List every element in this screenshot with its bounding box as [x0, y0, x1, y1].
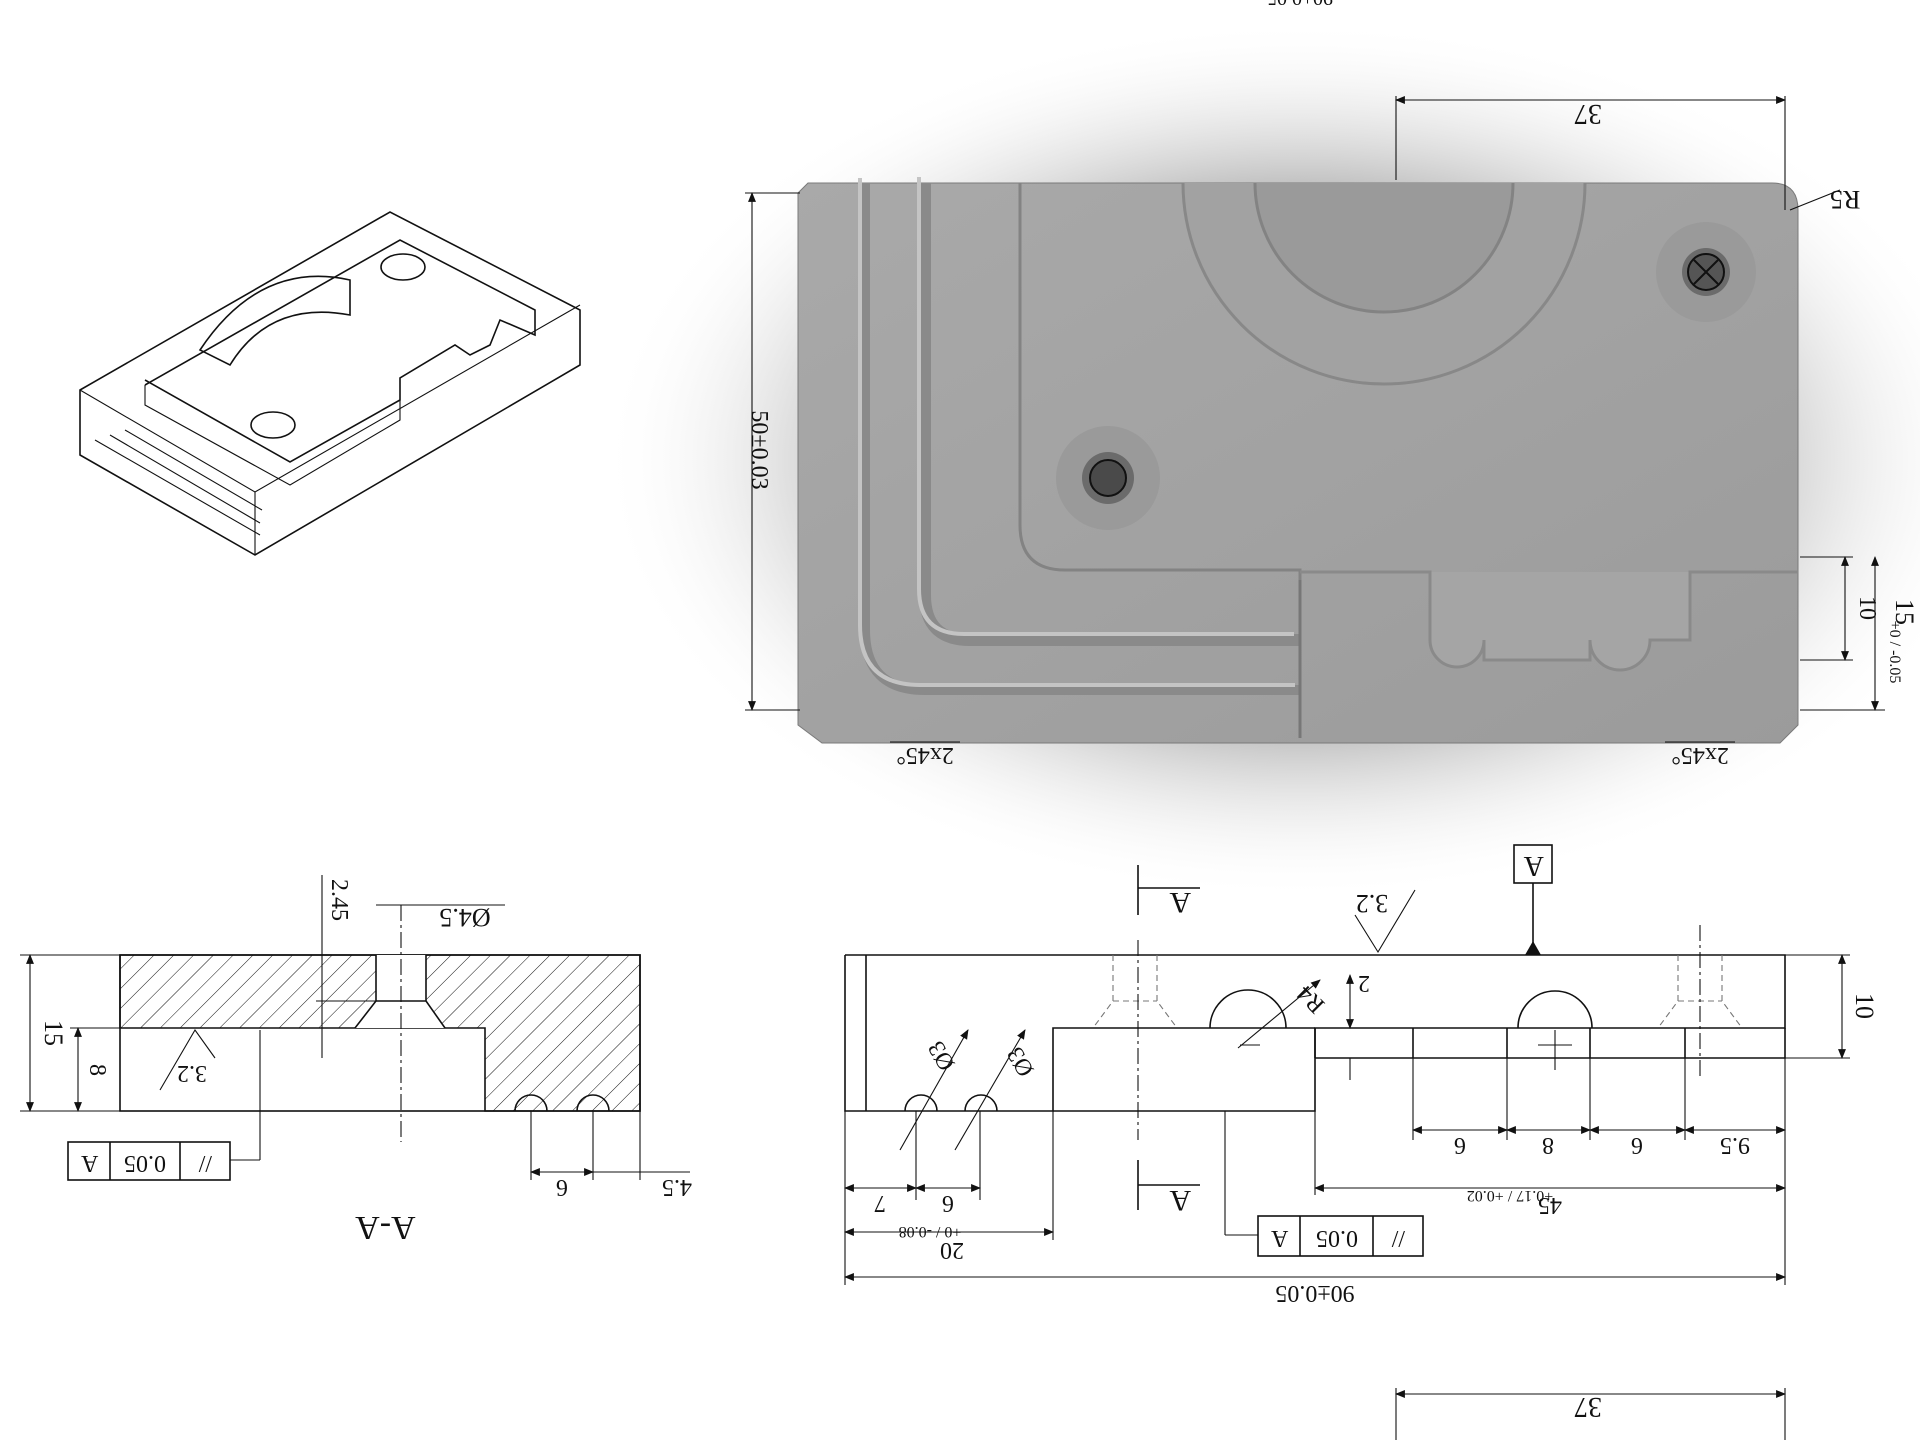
section-title: A-A — [355, 1209, 416, 1246]
bottom-dimension: 37 — [1395, 1388, 1786, 1440]
dia-3b: Ø3 — [1002, 1042, 1039, 1080]
dim-r5: R5 — [1830, 185, 1860, 214]
fcf-datum-front: A — [1270, 1225, 1288, 1251]
top-edge-label: 90±0.05 — [1267, 0, 1333, 9]
dim-8-section: 8 — [84, 1064, 110, 1076]
fcf-symbol-front: // — [1391, 1225, 1405, 1251]
dim-20-tol: +0 / -0.08 — [899, 1223, 962, 1240]
dim-90: 90±0.05 — [1275, 1280, 1354, 1306]
dim-6-mid-a: 6 — [1454, 1132, 1466, 1158]
datum-label: A — [1523, 850, 1544, 881]
dim-6-mid-b: 6 — [1631, 1132, 1643, 1158]
dim-50: 50±0.03 — [746, 410, 772, 489]
chamfer-right: 2x45° — [1671, 742, 1729, 768]
section-mark-top: A — [1169, 886, 1191, 919]
render-view: 37 R5 50±0.03 10 15 +0 / -0.05 2x45° 2x4… — [600, 20, 1920, 900]
dim-20: 20 — [940, 1237, 964, 1263]
dia-4-5: Ø4.5 — [439, 903, 490, 932]
section-view: 15 8 2.45 Ø4.5 3.2 6 4.5 // 0.05 A A-A — [20, 875, 692, 1246]
fcf-tol-front: 0.05 — [1316, 1225, 1358, 1251]
dim-2-45: 2.45 — [326, 879, 352, 921]
dim-37-top: 37 — [1574, 98, 1602, 129]
roughness-front: 3.2 — [1356, 889, 1389, 918]
dim-15-tol: +0 / -0.05 — [1886, 621, 1903, 684]
dim-10-right: 10 — [1854, 596, 1880, 620]
dim-2-front: 2 — [1358, 970, 1370, 996]
chamfer-left: 2x45° — [896, 742, 954, 768]
front-view: A A A 3.2 10 2 R4 Ø3 Ø3 7 6 20 +0 / -0. — [844, 844, 1879, 1306]
dim-r4: R4 — [1292, 980, 1330, 1018]
dim-6-section: 6 — [556, 1174, 568, 1200]
dim-37-bottom: 37 — [1574, 1391, 1602, 1422]
dim-8-mid: 8 — [1542, 1132, 1554, 1158]
dim-9-5: 9.5 — [1720, 1132, 1750, 1158]
section-mark-bottom: A — [1169, 1184, 1191, 1217]
dim-45-tol: +0.17 / +0.02 — [1467, 1187, 1554, 1204]
dim-15-section: 15 — [39, 1020, 68, 1046]
isometric-view — [79, 211, 581, 556]
dia-3a: Ø3 — [923, 1036, 960, 1074]
dim-6-front: 6 — [942, 1190, 954, 1216]
dim-7: 7 — [874, 1190, 886, 1216]
fcf-datum-section: A — [80, 1150, 98, 1176]
dim-4-5-section: 4.5 — [662, 1174, 692, 1200]
dim-45: 45 — [1538, 1192, 1562, 1218]
dim-15-right: 15 — [1890, 599, 1919, 625]
dim-10-front: 10 — [1850, 993, 1879, 1019]
fcf-symbol-section: // — [198, 1150, 212, 1176]
roughness-section: 3.2 — [177, 1060, 207, 1086]
fcf-tol-section: 0.05 — [124, 1150, 166, 1176]
